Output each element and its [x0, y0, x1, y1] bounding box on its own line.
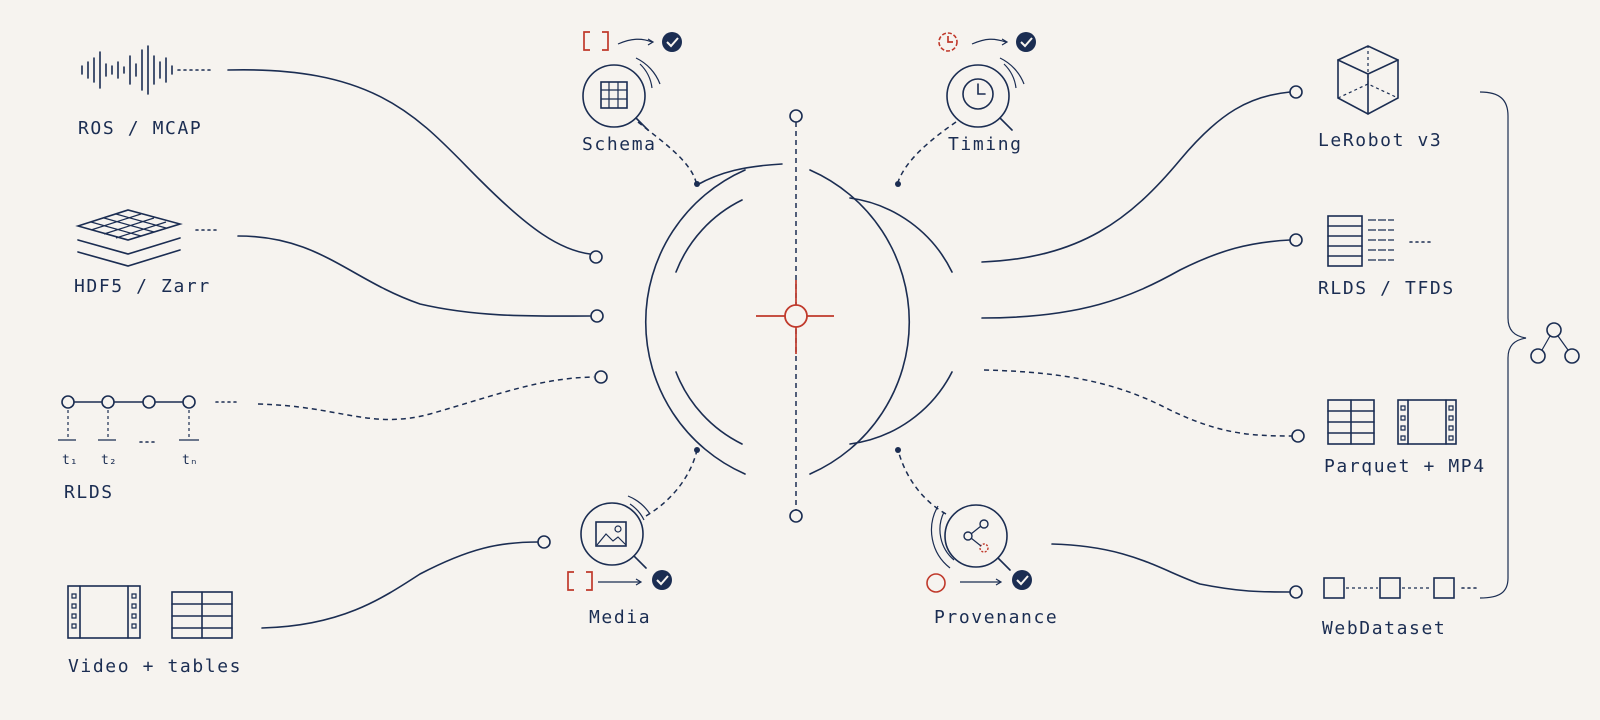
provenance-check [897, 449, 1032, 593]
parquet-table-icon [1327, 399, 1375, 445]
crosshair-icon [756, 280, 834, 354]
check-label-schema: Schema [582, 134, 657, 155]
layered-grid-icon [75, 209, 217, 267]
waveform-icon [81, 45, 211, 95]
timestep-label-1: t₁ [62, 453, 78, 468]
input-label-hdf5-zarr: HDF5 / Zarr [74, 276, 211, 297]
output-label-rlds-tfds: RLDS / TFDS [1318, 278, 1455, 299]
connector-lerobot [981, 91, 1291, 263]
checkmark-icon [652, 570, 672, 590]
port-lerobot [1289, 85, 1303, 99]
film-strip-icon [67, 585, 141, 639]
chain-icon [1323, 577, 1479, 599]
port-webdataset [1289, 585, 1303, 599]
connector-rlds-tfds [981, 239, 1291, 319]
connector-rlds [257, 376, 595, 421]
input-label-video-tables: Video + tables [68, 656, 242, 677]
magnifier-clock-icon [946, 57, 1025, 131]
list-table-icon [1327, 215, 1431, 267]
mp4-film-icon [1397, 399, 1457, 445]
connector-parquet [983, 369, 1293, 437]
port-parquet [1291, 429, 1305, 443]
port-rlds [594, 370, 608, 384]
port-video [537, 535, 551, 549]
timestep-label-n: tₙ [182, 453, 198, 468]
timestep-label-2: t₂ [101, 453, 117, 468]
output-label-lerobot: LeRobot v3 [1318, 130, 1442, 151]
magnifier-image-icon [580, 495, 651, 569]
connector-video [261, 541, 539, 629]
connector-ros [227, 69, 591, 255]
check-label-timing: Timing [948, 134, 1023, 155]
port-ros [589, 250, 603, 264]
cube-icon [1337, 45, 1399, 115]
check-label-provenance: Provenance [934, 607, 1058, 628]
magnifier-grid-icon [582, 57, 661, 131]
hierarchy-icon [1530, 322, 1580, 364]
check-label-media: Media [589, 607, 651, 628]
checkmark-icon [1012, 570, 1032, 590]
timing-check [897, 32, 1036, 183]
magnifier-share-icon [930, 504, 1011, 571]
output-brace [1479, 91, 1527, 599]
timeline-icon [58, 395, 239, 443]
bracket-icon [567, 571, 593, 591]
bracket-icon [583, 31, 609, 51]
connector-hdf5 [237, 235, 591, 317]
output-label-parquet-mp4: Parquet + MP4 [1324, 456, 1486, 477]
input-label-rlds: RLDS [64, 482, 114, 503]
schema-check [582, 31, 697, 183]
connector-webdataset [1051, 543, 1291, 593]
table-icon [171, 591, 233, 639]
input-label-ros-mcap: ROS / MCAP [78, 118, 202, 139]
checkmark-icon [1016, 32, 1036, 52]
media-check [567, 449, 698, 591]
port-rlds-tfds [1289, 233, 1303, 247]
checkmark-icon [662, 32, 682, 52]
output-label-webdataset: WebDataset [1322, 618, 1446, 639]
port-hdf5 [590, 309, 604, 323]
